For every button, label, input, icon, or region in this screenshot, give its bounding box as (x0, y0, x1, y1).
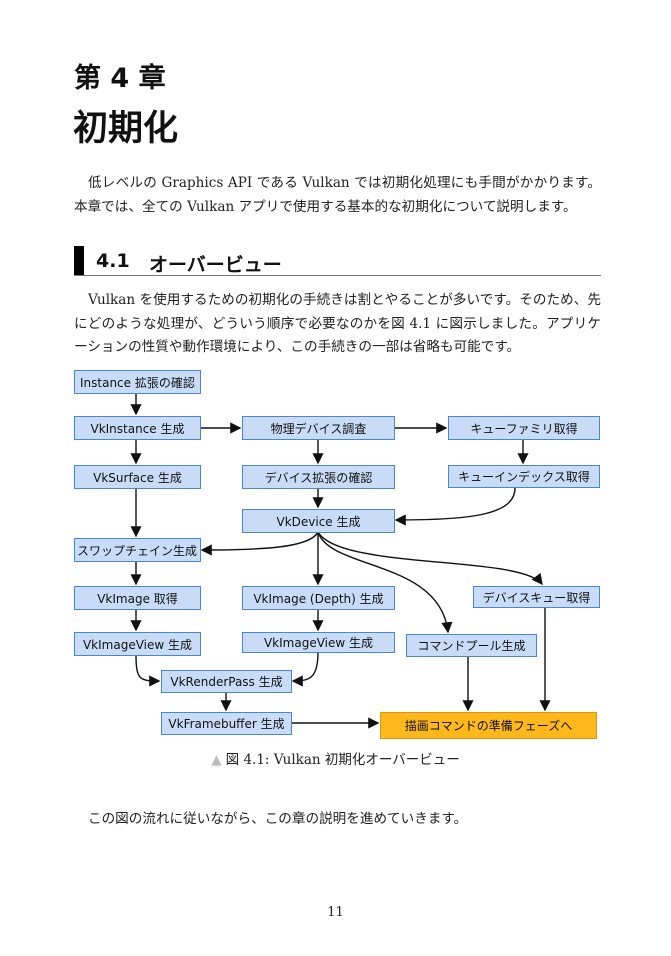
caption-text: 図 4.1: Vulkan 初期化オーバービュー (225, 752, 460, 768)
edge (291, 651, 319, 687)
edge (394, 487, 516, 526)
node-vkdevice: VkDevice 生成 (242, 509, 395, 533)
node-renderpass: VkRenderPass 生成 (161, 670, 292, 693)
figure-caption: ▲図 4.1: Vulkan 初期化オーバービュー (0, 748, 671, 768)
node-vkimage: VkImage 取得 (74, 586, 201, 610)
node-physical-device: 物理デバイス調査 (242, 416, 395, 440)
chapter-number: 第 4 章 (74, 63, 166, 94)
node-command-pool: コマンドプール生成 (406, 634, 537, 657)
closing-paragraph: この図の流れに従いながら、この章の説明を進めていきます。 (88, 811, 468, 827)
triangle-up-icon: ▲ (211, 752, 222, 768)
edge (317, 531, 543, 586)
node-queue-index: キューインデックス取得 (448, 465, 600, 488)
node-instance-ext: Instance 拡張の確認 (74, 370, 201, 394)
node-device-queue: デバイスキュー取得 (473, 586, 600, 608)
node-draw-prep: 描画コマンドの準備フェーズへ (380, 712, 597, 739)
node-vksurface: VkSurface 生成 (74, 465, 201, 489)
chapter-title: 初期化 (73, 109, 179, 149)
section-heading: 4.1 オーバービュー (74, 246, 601, 276)
section-title: オーバービュー (149, 254, 282, 276)
node-imageview-depth: VkImageView 生成 (242, 632, 395, 653)
node-device-ext: デバイス拡張の確認 (242, 465, 395, 489)
node-vkinstance: VkInstance 生成 (74, 416, 201, 440)
node-framebuffer: VkFramebuffer 生成 (161, 712, 292, 735)
page-number: 11 (327, 905, 344, 920)
node-queue-family: キューファミリ取得 (448, 416, 600, 440)
node-swapchain: スワップチェイン生成 (74, 538, 201, 562)
edge (317, 531, 453, 634)
node-imageview-swapchain: VkImageView 生成 (74, 632, 201, 656)
edge (200, 531, 319, 556)
section-bar (74, 246, 84, 275)
intro-paragraph: 低レベルの Graphics API である Vulkan では初期化処理にも手… (74, 175, 601, 215)
section-paragraph: Vulkan を使用するための初期化の手続きは割とやることが多いです。そのため、… (74, 292, 601, 355)
edge (135, 654, 161, 687)
section-number: 4.1 (96, 250, 130, 272)
node-vkimage-depth: VkImage (Depth) 生成 (242, 586, 395, 610)
